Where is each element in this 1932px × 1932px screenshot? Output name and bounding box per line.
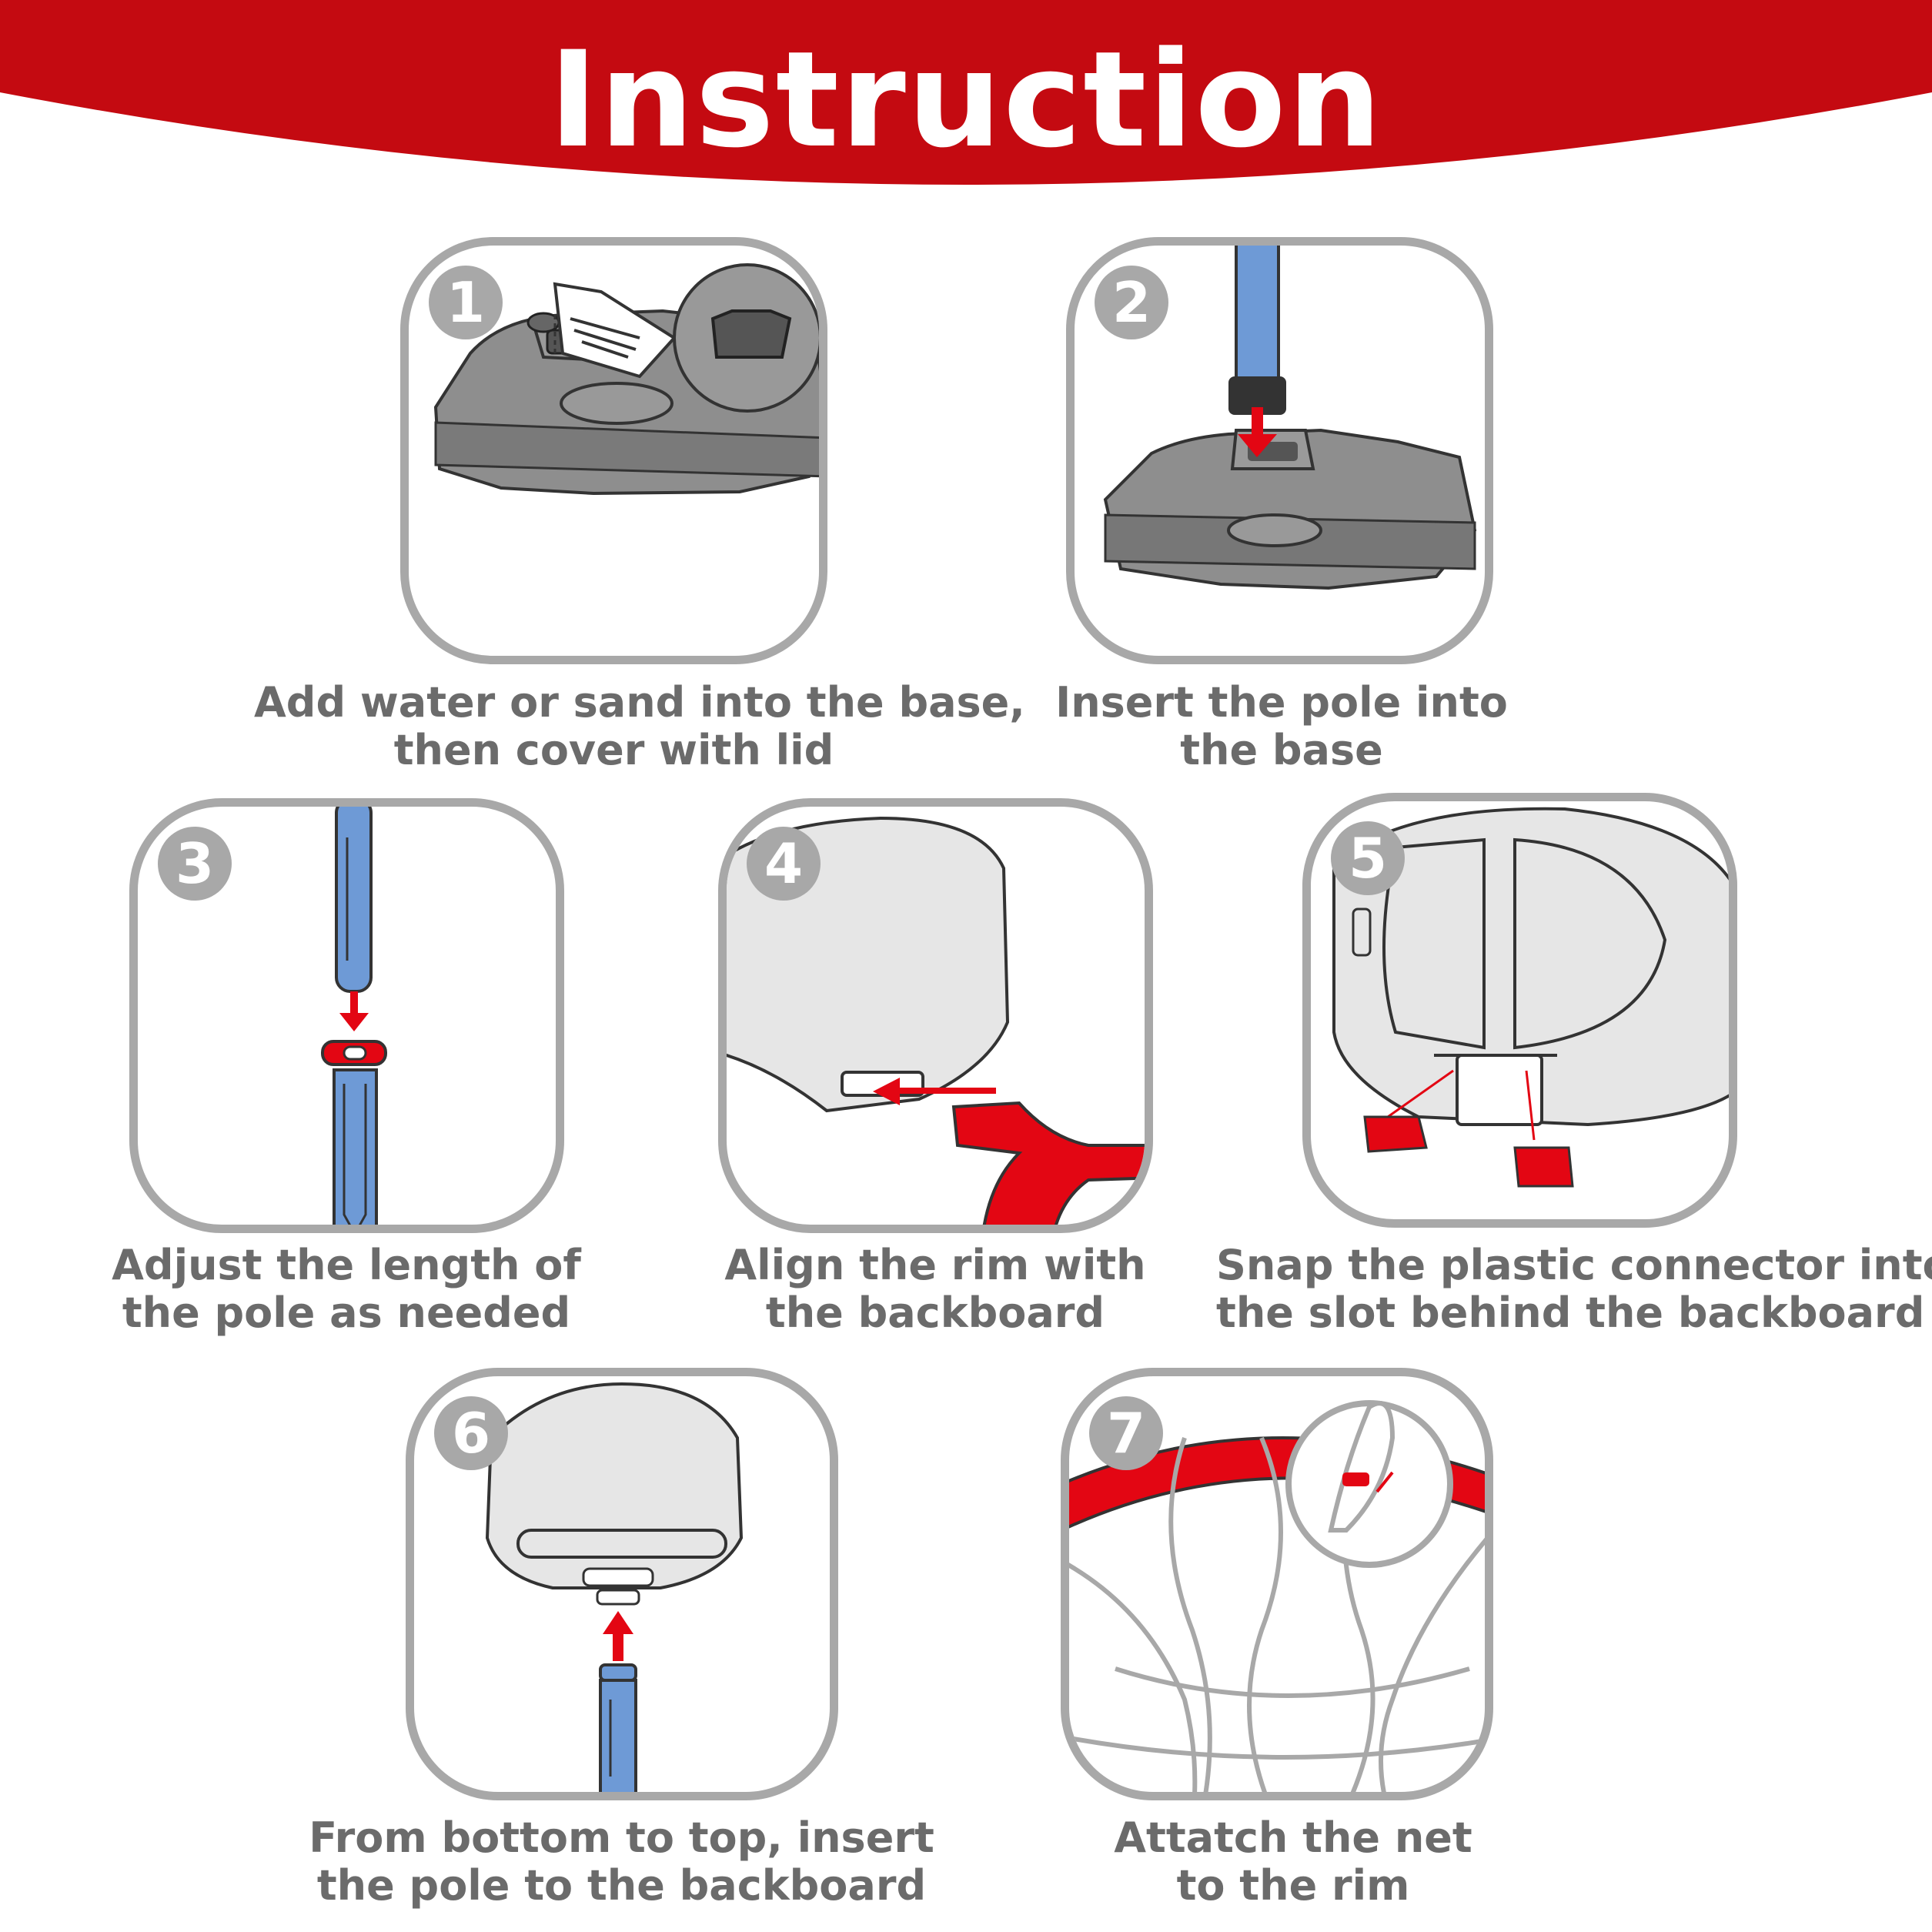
step-number-badge: 6 (434, 1396, 508, 1470)
step-number-badge: 7 (1089, 1396, 1163, 1470)
step-number-badge: 5 (1331, 821, 1405, 895)
caption-line-1: Add water or sand into the base, (254, 678, 1025, 727)
caption-line-1: From bottom to top, insert (309, 1813, 934, 1862)
caption-line-2: the backboard (765, 1289, 1105, 1337)
caption-line-1: Insert the pole into (1055, 678, 1508, 727)
step-2-caption: Insert the pole into the base (1016, 679, 1547, 774)
page-title: Instruction (548, 22, 1384, 177)
caption-line-1: Align the rim with (724, 1241, 1146, 1289)
insert-pole-icon (1103, 246, 1477, 590)
step-7-caption: Attatch the net to the rim (1016, 1814, 1570, 1910)
step-7-panel: 7 (1061, 1368, 1493, 1800)
caption-line-2: then cover with lid (393, 726, 834, 774)
step-5-caption: Snap the plastic connector into the slot… (1216, 1241, 1932, 1337)
step-2-panel: 2 (1066, 237, 1493, 664)
step-number-badge: 2 (1095, 266, 1168, 339)
caption-line-2: the pole as needed (122, 1289, 571, 1337)
caption-line-2: the slot behind the backboard (1216, 1289, 1925, 1337)
step-number-badge: 4 (747, 827, 821, 901)
caption-line-1: Attatch the net (1114, 1813, 1472, 1862)
step-3-panel: 3 (129, 798, 564, 1233)
adjust-pole-icon (321, 807, 387, 1225)
step-1-panel: 1 (400, 237, 827, 664)
caption-line-2: the base (1180, 726, 1383, 774)
step-3-caption: Adjust the length of the pole as needed (77, 1242, 616, 1337)
caption-line-1: Snap the plastic connector into (1216, 1241, 1932, 1289)
step-number-badge: 3 (158, 827, 232, 901)
step-5-panel: 5 (1302, 793, 1737, 1228)
pole-to-backboard-icon (485, 1382, 744, 1792)
snap-connector-icon (1332, 807, 1729, 1188)
step-6-panel: 6 (406, 1368, 838, 1800)
caption-line-1: Adjust the length of (112, 1241, 581, 1289)
caption-line-2: to the rim (1176, 1861, 1410, 1910)
attach-net-icon (1069, 1400, 1485, 1792)
caption-line-2: the pole to the backboard (316, 1861, 927, 1910)
step-6-caption: From bottom to top, insert the pole to t… (308, 1814, 935, 1910)
header-banner (0, 0, 1932, 185)
step-1-caption: Add water or sand into the base, then co… (254, 678, 1025, 774)
step-number-badge: 1 (429, 266, 503, 339)
step-4-panel: 4 (718, 798, 1153, 1233)
step-4-caption: Align the rim with the backboard (704, 1242, 1166, 1337)
base-fill-icon (433, 263, 819, 496)
